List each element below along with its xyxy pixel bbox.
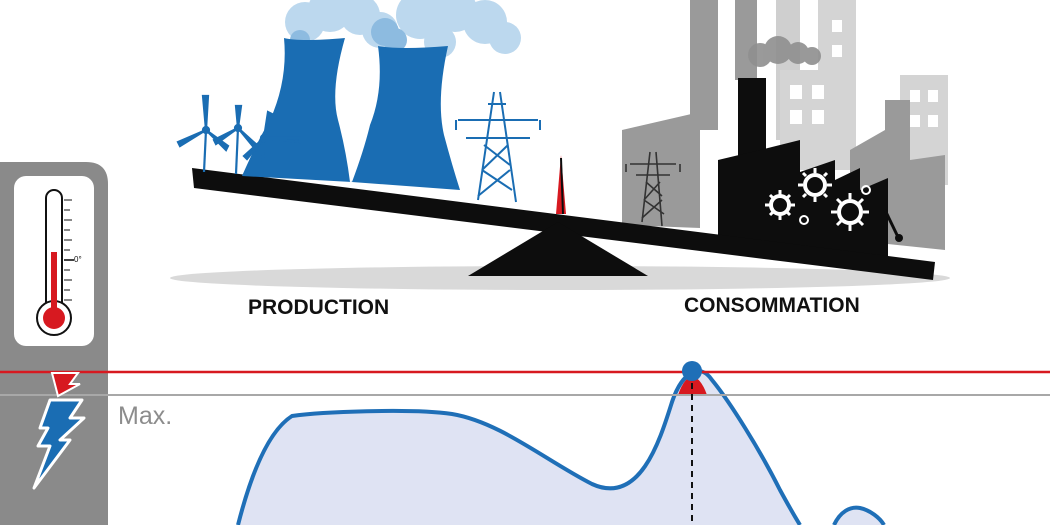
scale-shadow xyxy=(170,266,950,290)
consumption-buildings xyxy=(622,0,948,265)
smoke xyxy=(748,36,821,67)
gear-icon xyxy=(798,168,832,202)
gear-icon xyxy=(799,185,871,225)
gear-icon xyxy=(765,190,795,220)
load-curve: Max. xyxy=(0,361,1050,525)
scale-fulcrum xyxy=(468,222,648,276)
factory-lever xyxy=(883,209,903,242)
curve-line xyxy=(236,369,802,525)
sidebar: 0° xyxy=(0,162,108,525)
factory-gears xyxy=(765,168,871,231)
balance-scale: PRODUCTION CONSOMMATION xyxy=(170,0,950,319)
thermometer-icon: 0° xyxy=(14,176,94,346)
curve-area xyxy=(238,371,800,525)
gear-icon xyxy=(831,193,869,231)
zero-degree-label: 0° xyxy=(74,255,82,264)
peak-point xyxy=(682,361,702,381)
cooling-tower-icon xyxy=(352,46,460,190)
production-label: PRODUCTION xyxy=(248,296,389,319)
wind-turbine-icon xyxy=(176,94,302,177)
cooling-tower-icon xyxy=(242,38,364,182)
consumption-label: CONSOMMATION xyxy=(684,294,860,317)
power-pylon-icon xyxy=(455,91,541,203)
lightning-bolt-icon xyxy=(32,372,86,490)
steam-clouds xyxy=(285,0,521,58)
scale-beam xyxy=(192,168,935,280)
max-label: Max. xyxy=(118,402,172,430)
power-pylon-icon xyxy=(625,151,681,227)
